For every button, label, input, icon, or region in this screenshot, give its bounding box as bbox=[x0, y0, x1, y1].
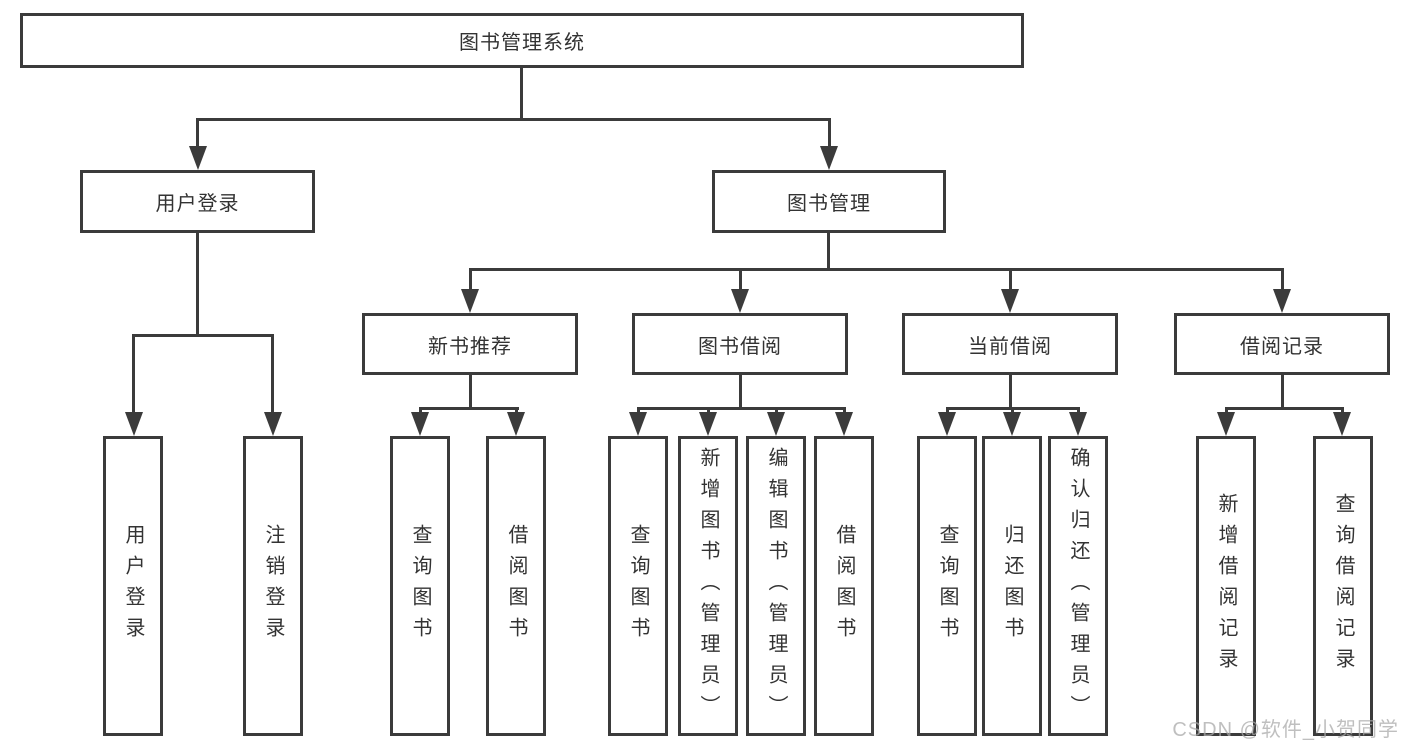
connector-line bbox=[828, 118, 831, 150]
leaf-label: 借阅图书 bbox=[833, 524, 855, 648]
leaf-add-borrow-record: 新增借阅记录 bbox=[1196, 436, 1256, 736]
arrowhead-down-icon bbox=[264, 412, 282, 436]
arrowhead-down-icon bbox=[461, 289, 479, 313]
connector-line bbox=[520, 68, 523, 120]
leaf-logout: 注销登录 bbox=[243, 436, 303, 736]
arrowhead-down-icon bbox=[1003, 412, 1021, 436]
connector-line bbox=[739, 375, 742, 409]
node-label: 图书管理 bbox=[787, 193, 871, 215]
leaf-edit-books-admin: 编辑图书（管理员） bbox=[746, 436, 806, 736]
node-book-borrowing: 图书借阅 bbox=[632, 313, 848, 375]
node-label: 用户登录 bbox=[155, 193, 240, 215]
leaf-label: 查询借阅记录 bbox=[1332, 493, 1354, 679]
leaf-label: 确认归还（管理员） bbox=[1067, 446, 1089, 726]
connector-line bbox=[271, 334, 274, 416]
leaf-label: 归还图书 bbox=[1001, 524, 1023, 648]
node-new-book-recommend: 新书推荐 bbox=[362, 313, 578, 375]
node-label: 图书管理系统 bbox=[459, 32, 585, 54]
leaf-confirm-return-admin: 确认归还（管理员） bbox=[1048, 436, 1108, 736]
leaf-query-borrow-record: 查询借阅记录 bbox=[1313, 436, 1373, 736]
connector-line bbox=[196, 233, 199, 336]
connector-line bbox=[637, 407, 845, 410]
leaf-query-books-3: 查询图书 bbox=[917, 436, 977, 736]
leaf-query-books-2: 查询图书 bbox=[608, 436, 668, 736]
arrowhead-down-icon bbox=[820, 146, 838, 170]
arrowhead-down-icon bbox=[699, 412, 717, 436]
node-current-borrowing: 当前借阅 bbox=[902, 313, 1118, 375]
connector-line bbox=[132, 334, 135, 416]
arrowhead-down-icon bbox=[189, 146, 207, 170]
connector-line bbox=[1009, 268, 1012, 294]
leaf-label: 查询图书 bbox=[627, 524, 649, 648]
arrowhead-down-icon bbox=[938, 412, 956, 436]
node-borrowing-records: 借阅记录 bbox=[1174, 313, 1390, 375]
arrowhead-down-icon bbox=[1001, 289, 1019, 313]
arrowhead-down-icon bbox=[507, 412, 525, 436]
leaf-label: 用户登录 bbox=[122, 524, 144, 648]
leaf-user-login: 用户登录 bbox=[103, 436, 163, 736]
connector-line bbox=[196, 118, 199, 150]
arrowhead-down-icon bbox=[731, 289, 749, 313]
arrowhead-down-icon bbox=[1273, 289, 1291, 313]
node-book-management: 图书管理 bbox=[712, 170, 946, 233]
connector-line bbox=[132, 334, 274, 337]
arrowhead-down-icon bbox=[629, 412, 647, 436]
leaf-borrow-books-1: 借阅图书 bbox=[486, 436, 546, 736]
connector-line bbox=[1281, 268, 1284, 294]
node-label: 新书推荐 bbox=[428, 335, 512, 358]
leaf-label: 查询图书 bbox=[936, 524, 958, 648]
arrowhead-down-icon bbox=[767, 412, 785, 436]
node-label: 图书借阅 bbox=[698, 335, 782, 358]
leaf-label: 注销登录 bbox=[262, 524, 284, 648]
leaf-add-books-admin: 新增图书（管理员） bbox=[678, 436, 738, 736]
connector-line bbox=[469, 268, 1283, 271]
connector-line bbox=[469, 268, 472, 294]
node-label: 借阅记录 bbox=[1240, 335, 1324, 358]
leaf-label: 编辑图书（管理员） bbox=[765, 446, 787, 726]
arrowhead-down-icon bbox=[1069, 412, 1087, 436]
arrowhead-down-icon bbox=[411, 412, 429, 436]
leaf-label: 查询图书 bbox=[409, 524, 431, 648]
node-label: 当前借阅 bbox=[968, 335, 1052, 358]
node-library-management-system: 图书管理系统 bbox=[20, 13, 1024, 68]
leaf-label: 借阅图书 bbox=[505, 524, 527, 648]
connector-line bbox=[419, 407, 519, 410]
arrowhead-down-icon bbox=[125, 412, 143, 436]
connector-line bbox=[1009, 375, 1012, 409]
arrowhead-down-icon bbox=[1333, 412, 1351, 436]
connector-line bbox=[1281, 375, 1284, 409]
leaf-return-books: 归还图书 bbox=[982, 436, 1042, 736]
arrowhead-down-icon bbox=[835, 412, 853, 436]
connector-line bbox=[739, 268, 742, 294]
connector-line bbox=[827, 233, 830, 270]
leaf-label: 新增图书（管理员） bbox=[697, 446, 719, 726]
leaf-label: 新增借阅记录 bbox=[1215, 493, 1237, 679]
connector-line bbox=[196, 118, 831, 121]
leaf-query-books-1: 查询图书 bbox=[390, 436, 450, 736]
connector-line bbox=[1225, 407, 1344, 410]
connector-line bbox=[469, 375, 472, 409]
leaf-borrow-books-2: 借阅图书 bbox=[814, 436, 874, 736]
node-user-login: 用户登录 bbox=[80, 170, 315, 233]
arrowhead-down-icon bbox=[1217, 412, 1235, 436]
